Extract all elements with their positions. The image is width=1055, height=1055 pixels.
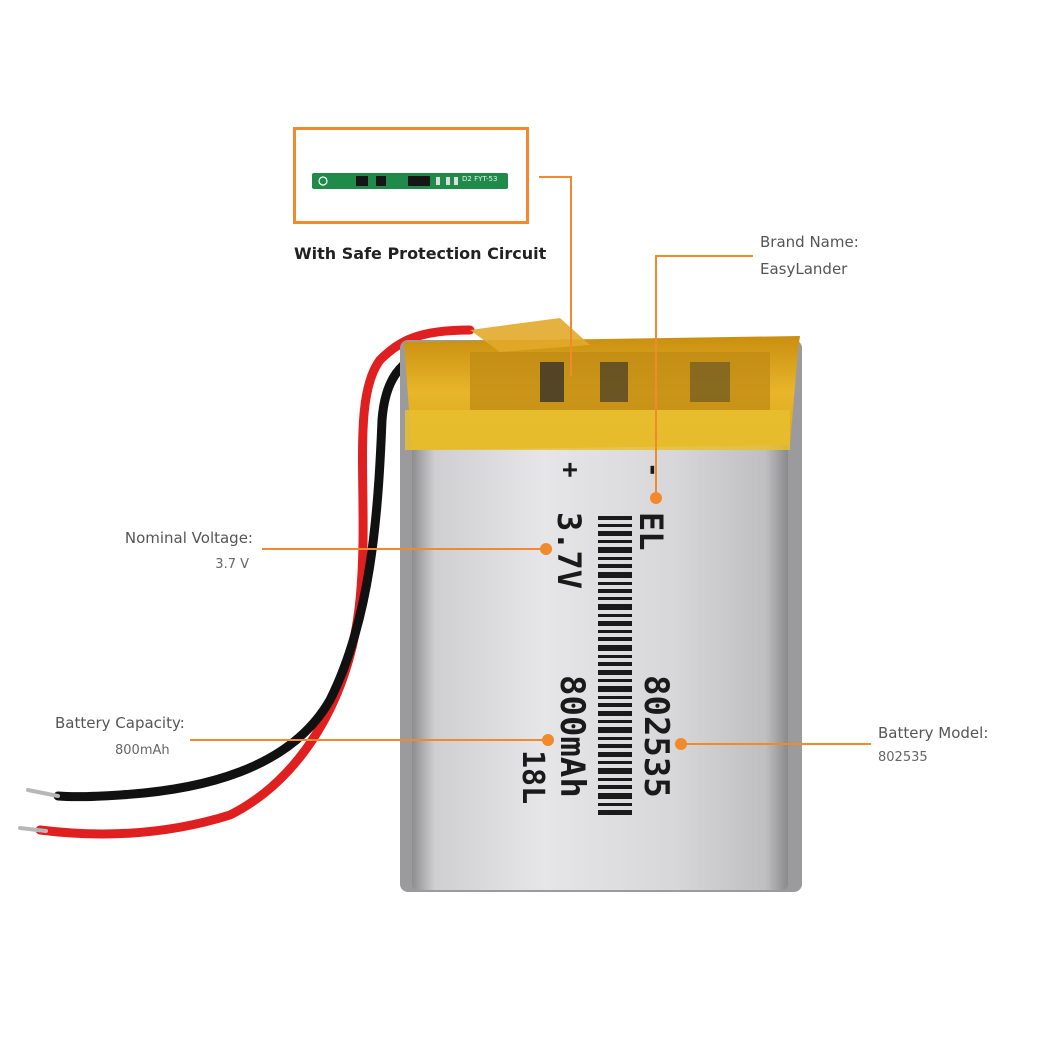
capacity-leader <box>190 739 545 741</box>
model-value: 802535 <box>878 750 928 765</box>
pcb-caption: With Safe Protection Circuit <box>294 244 547 263</box>
capacity-label: Battery Capacity: <box>55 714 185 732</box>
brand-leader-h <box>655 255 753 257</box>
model-pointer-dot <box>675 738 687 750</box>
pcb-board-image <box>312 173 508 189</box>
battery-brand-mark: EL <box>632 512 670 551</box>
capacity-pointer-dot <box>542 734 554 746</box>
capacity-value: 800mAh <box>115 743 170 758</box>
pcb-leader-v <box>570 176 572 376</box>
model-leader <box>681 743 871 745</box>
voltage-pointer-dot <box>540 543 552 555</box>
barcode <box>598 516 632 815</box>
battery-voltage-print: 3.7V <box>550 512 588 590</box>
red-wire-tip <box>18 826 48 833</box>
battery-code-print: 18L <box>515 750 550 805</box>
model-label: Battery Model: <box>878 724 989 742</box>
black-wire-tip <box>26 788 60 798</box>
pcb-leader-h <box>539 176 571 178</box>
voltage-value: 3.7 V <box>215 557 249 572</box>
brand-value: EasyLander <box>760 260 848 278</box>
black-wire <box>53 345 435 802</box>
voltage-leader <box>262 548 544 550</box>
battery-capacity-print: 800mAh <box>552 675 592 798</box>
brand-leader-v <box>655 255 657 495</box>
battery-plus-mark: + <box>555 462 585 478</box>
brand-pointer-dot <box>650 492 662 504</box>
pcb-marking: D2 FYT-53 <box>462 175 498 183</box>
voltage-label: Nominal Voltage: <box>124 529 253 547</box>
brand-label: Brand Name: <box>760 233 859 251</box>
battery-minus-mark: - <box>638 462 668 478</box>
pcb-inset-frame: D2 FYT-53 <box>293 127 529 224</box>
battery-model-print: 802535 <box>636 675 676 798</box>
